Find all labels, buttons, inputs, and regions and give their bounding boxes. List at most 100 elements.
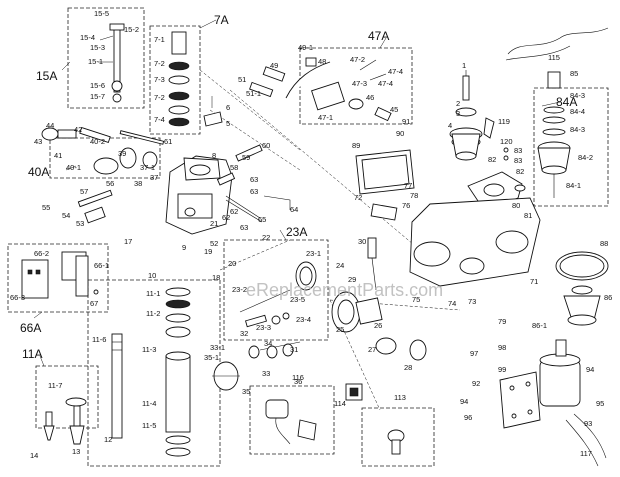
label-40-1: 40-1 xyxy=(66,163,81,172)
label-66-3: 66-3 xyxy=(10,293,25,302)
label-7-1: 7-1 xyxy=(154,35,165,44)
label-8: 8 xyxy=(212,151,216,160)
label-117: 117 xyxy=(580,449,592,458)
label-78: 78 xyxy=(410,191,418,200)
group-47A: 47A xyxy=(368,29,389,43)
label-72: 72 xyxy=(354,193,362,202)
label-62b: 62 xyxy=(222,213,230,222)
label-44: 44 xyxy=(46,121,54,130)
frame-66A xyxy=(7,243,109,313)
label-116: 116 xyxy=(292,373,304,382)
washer-6-5 xyxy=(203,96,223,127)
label-84-1: 84-1 xyxy=(566,181,581,190)
label-94a: 94 xyxy=(586,365,594,374)
group-40A: 40A xyxy=(28,165,49,179)
group-titles: 15A 7A 47A 84A 40A 23A 66A 11A xyxy=(20,13,577,361)
label-115: 115 xyxy=(548,53,560,62)
label-46: 46 xyxy=(366,93,374,102)
label-25: 25 xyxy=(336,325,344,334)
gear-set-40A xyxy=(41,126,158,224)
pulley-86 xyxy=(563,285,601,326)
label-26: 26 xyxy=(374,321,382,330)
label-98: 98 xyxy=(498,343,506,352)
label-32: 32 xyxy=(240,329,248,338)
label-71: 71 xyxy=(530,277,538,286)
label-5: 5 xyxy=(226,119,230,128)
label-59: 59 xyxy=(242,153,250,162)
leader-lines xyxy=(33,19,561,367)
label-10: 10 xyxy=(148,271,156,280)
label-48: 48 xyxy=(318,57,326,66)
label-63a: 63 xyxy=(250,175,258,184)
belt-88 xyxy=(555,251,609,281)
label-11-2: 11-2 xyxy=(146,309,160,318)
label-4: 4 xyxy=(448,121,452,130)
label-47-1: 47-1 xyxy=(318,113,333,122)
group-15A: 15A xyxy=(36,69,57,83)
label-51-1: 51-1 xyxy=(246,89,261,98)
handwheel-35 xyxy=(212,341,301,391)
label-94b: 94 xyxy=(460,397,468,406)
label-9: 9 xyxy=(182,243,186,252)
label-81: 81 xyxy=(524,211,532,220)
label-29: 29 xyxy=(348,275,356,284)
label-74: 74 xyxy=(448,299,456,308)
label-38: 38 xyxy=(134,179,142,188)
label-49-1: 49-1 xyxy=(298,43,313,52)
label-61: 61 xyxy=(164,137,172,146)
label-84-3b: 84-3 xyxy=(570,125,585,134)
label-36: 36 xyxy=(294,377,302,386)
label-1: 1 xyxy=(462,61,466,70)
label-23-2: 23-2 xyxy=(232,285,247,294)
label-47-3: 47-3 xyxy=(352,79,367,88)
label-2: 2 xyxy=(456,99,460,108)
head-casting xyxy=(119,130,291,235)
label-119: 119 xyxy=(498,117,510,126)
label-15-5: 15-5 xyxy=(94,9,109,18)
bearing-stack-7A xyxy=(168,31,190,127)
label-85: 85 xyxy=(570,69,578,78)
label-93: 93 xyxy=(584,419,592,428)
label-34: 34 xyxy=(264,339,272,348)
quill-11 xyxy=(111,287,191,457)
label-15-3: 15-3 xyxy=(90,43,105,52)
label-47-2: 47-2 xyxy=(350,55,365,64)
label-23-1: 23-1 xyxy=(306,249,321,258)
frame-116 xyxy=(249,385,335,455)
label-82b: 82 xyxy=(516,167,524,176)
frame-23A xyxy=(223,239,329,341)
pulley-84A xyxy=(537,71,571,198)
label-33: 33 xyxy=(262,369,270,378)
label-95: 95 xyxy=(596,399,604,408)
label-75: 75 xyxy=(412,295,420,304)
group-frames xyxy=(7,7,609,467)
label-62a: 62 xyxy=(230,207,238,216)
label-11-7: 11-7 xyxy=(48,381,62,390)
label-19: 19 xyxy=(204,247,212,256)
label-11-5: 11-5 xyxy=(142,421,156,430)
label-21: 21 xyxy=(210,219,218,228)
gearbox-25-29 xyxy=(331,291,427,361)
label-83b: 83 xyxy=(514,156,522,165)
label-23-3: 23-3 xyxy=(256,323,271,332)
label-77: 77 xyxy=(404,181,412,190)
cables-top-right xyxy=(505,27,609,61)
label-42: 42 xyxy=(74,125,82,134)
label-15-6: 15-6 xyxy=(90,81,105,90)
label-65: 65 xyxy=(258,215,266,224)
label-7-4: 7-4 xyxy=(154,115,165,124)
label-43: 43 xyxy=(34,137,42,146)
group-11A: 11A xyxy=(22,347,42,361)
label-90: 90 xyxy=(396,129,404,138)
label-27: 27 xyxy=(368,345,376,354)
switch-66A xyxy=(21,251,99,299)
label-99: 99 xyxy=(498,365,506,374)
label-11-3: 11-3 xyxy=(142,345,156,354)
group-23A: 23A xyxy=(286,225,307,239)
pulley-spindle-1-4 xyxy=(449,70,495,161)
label-22: 22 xyxy=(262,233,270,242)
label-12: 12 xyxy=(104,435,112,444)
label-91: 91 xyxy=(402,117,410,126)
group-66A: 66A xyxy=(20,321,41,335)
label-88: 88 xyxy=(600,239,608,248)
